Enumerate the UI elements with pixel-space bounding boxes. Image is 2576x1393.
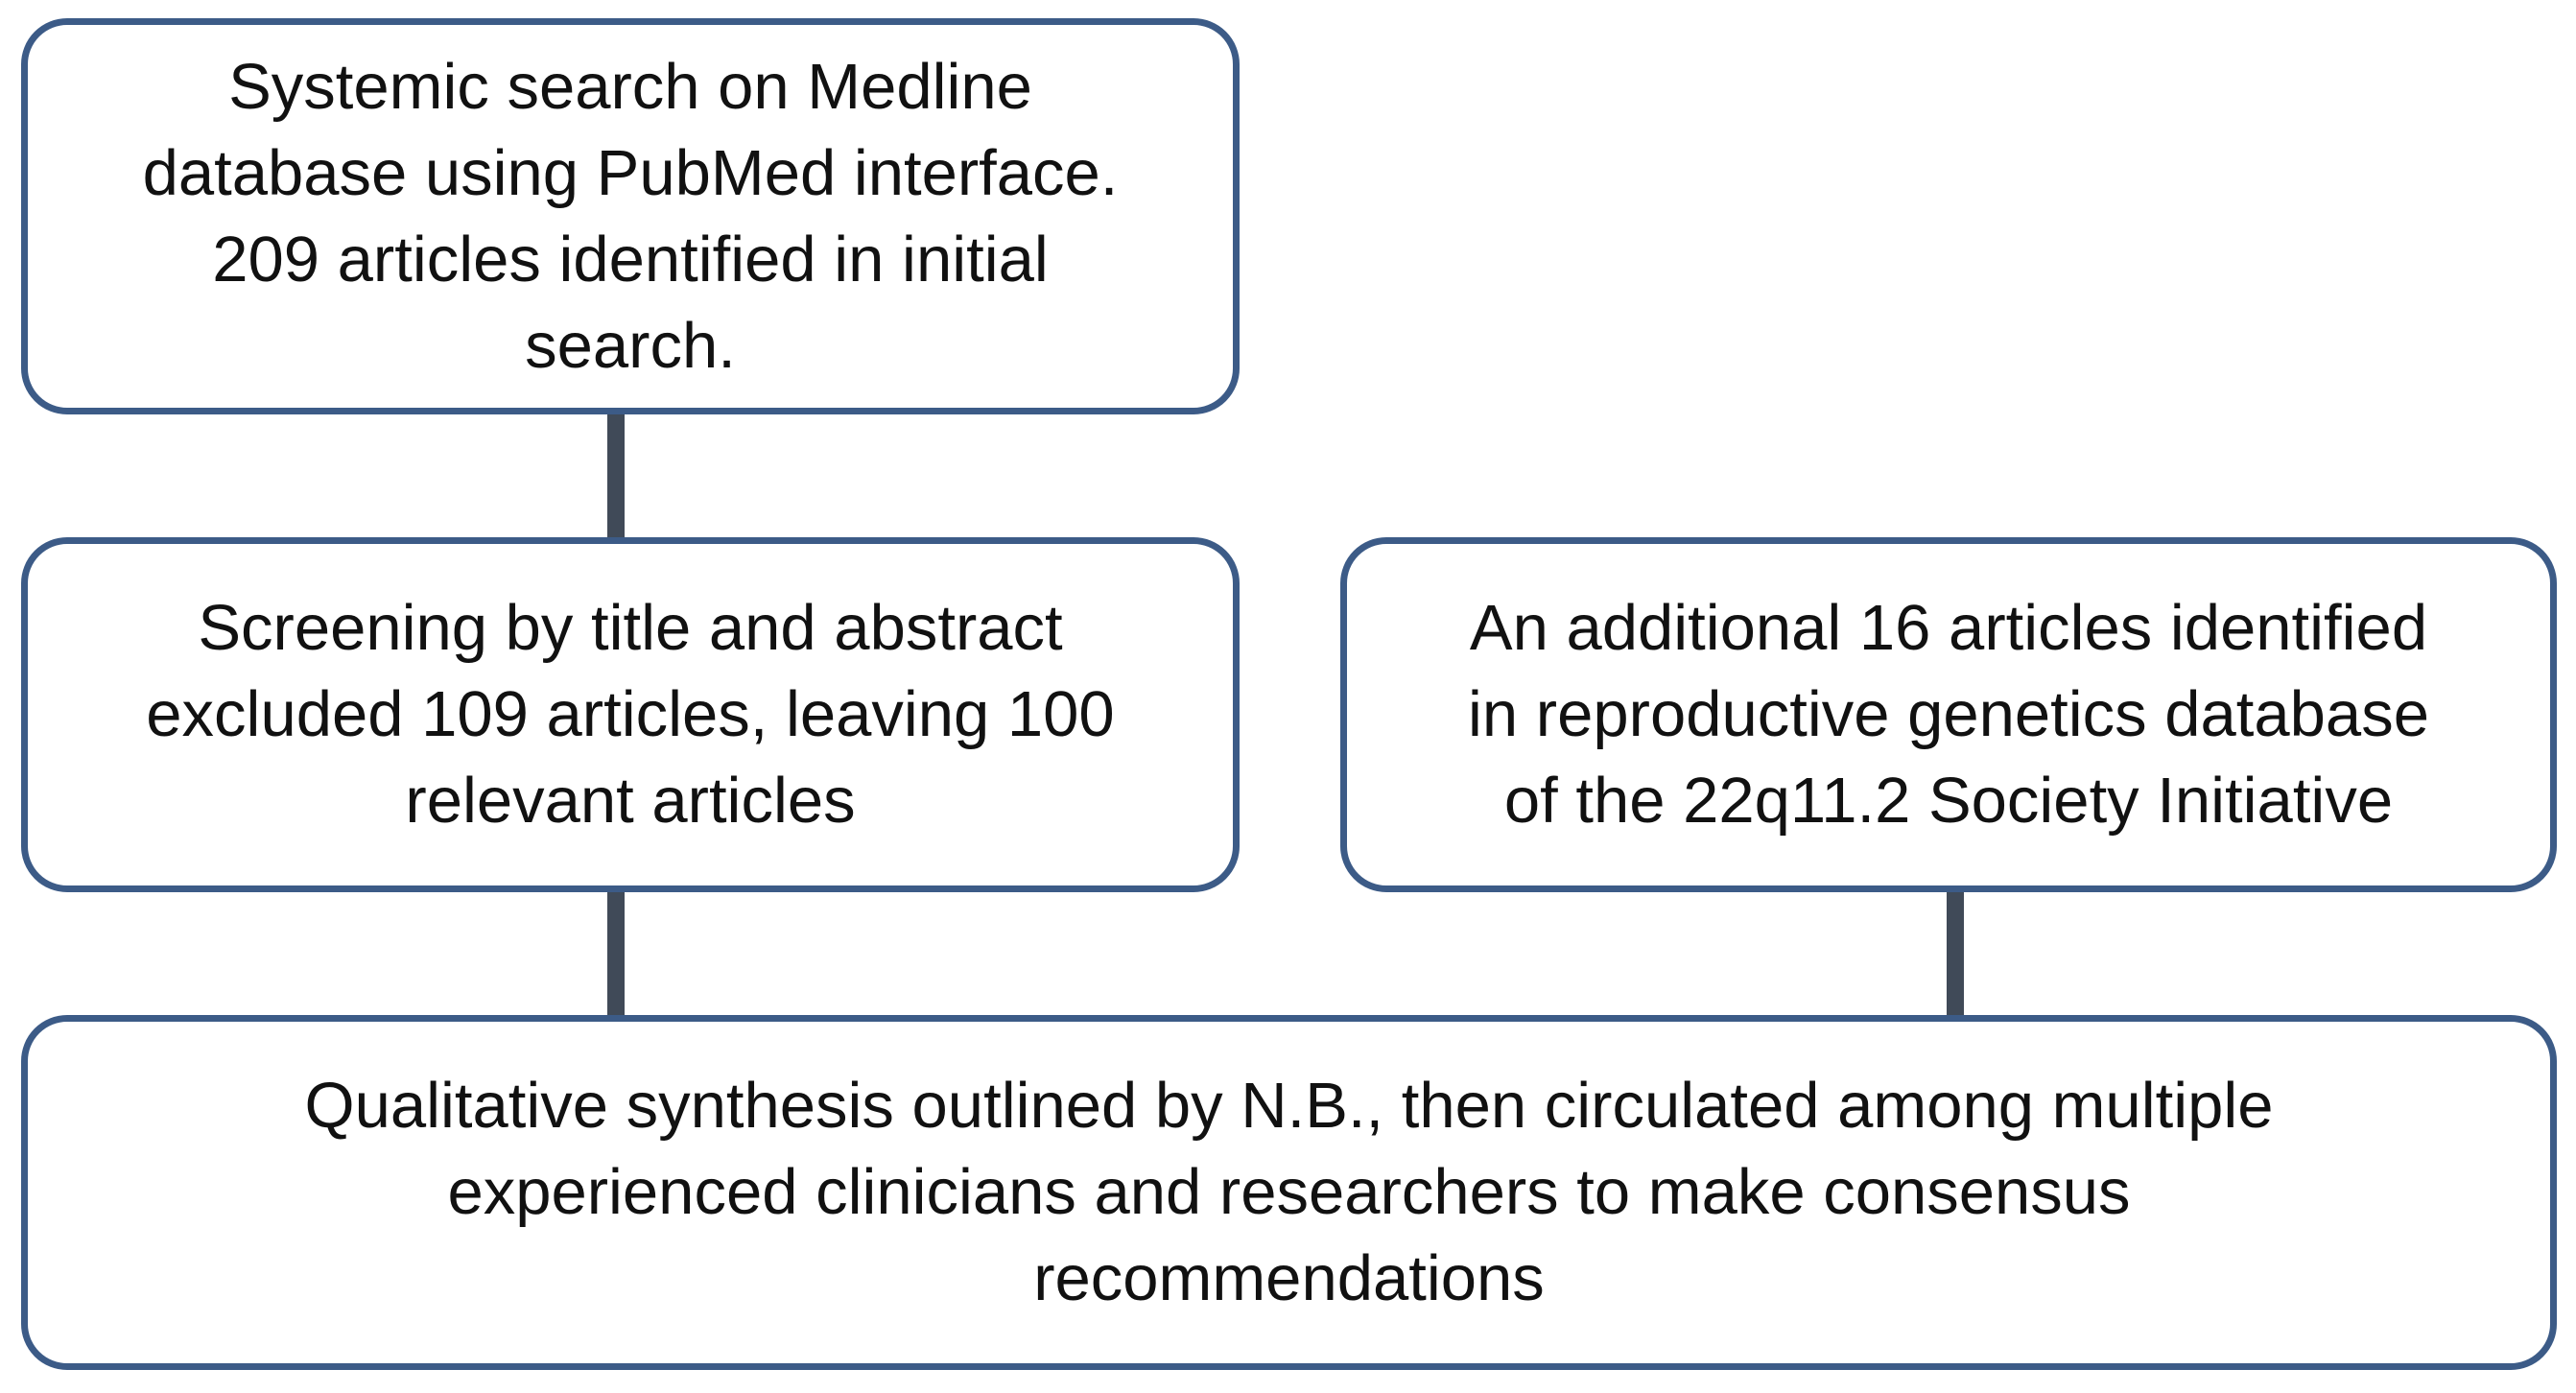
connector-screening-to-synthesis <box>607 892 625 1015</box>
connector-search-to-screening <box>607 414 625 537</box>
search-step-box: Systemic search on Medline database usin… <box>21 18 1240 414</box>
screening-step-text: Screening by title and abstract excluded… <box>146 592 1115 837</box>
additional-articles-box: An additional 16 articles identified in … <box>1340 537 2557 892</box>
connector-additional-to-synthesis <box>1947 892 1964 1015</box>
screening-step-box: Screening by title and abstract excluded… <box>21 537 1240 892</box>
search-step-text: Systemic search on Medline database usin… <box>142 50 1119 382</box>
synthesis-step-text: Qualitative synthesis outlined by N.B., … <box>304 1070 2274 1314</box>
additional-articles-text: An additional 16 articles identified in … <box>1468 592 2429 837</box>
synthesis-step-box: Qualitative synthesis outlined by N.B., … <box>21 1015 2557 1370</box>
